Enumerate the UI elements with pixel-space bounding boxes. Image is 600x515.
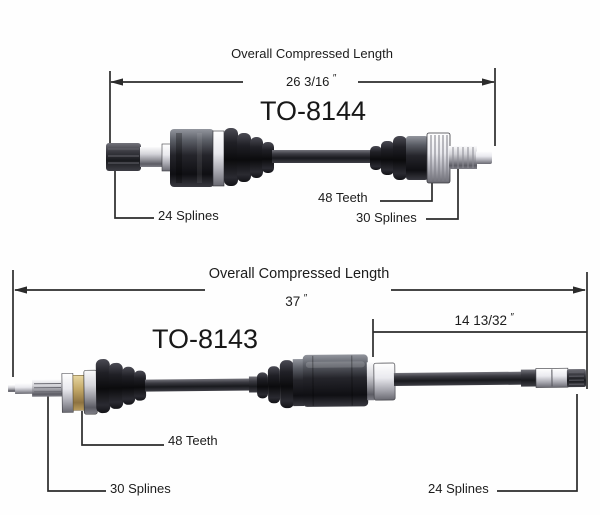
end-ring [535, 367, 569, 388]
bottom-secondary-dimension [372, 319, 587, 357]
bottom-teeth-label: 48 Teeth [168, 433, 218, 448]
arrowhead-right [573, 286, 586, 294]
top-teeth-label: 48 Teeth [318, 190, 368, 205]
right-splined-stub [449, 146, 477, 169]
joint-step [292, 358, 305, 407]
leader-48-teeth [380, 176, 433, 202]
abs-tone-ring-assembly [61, 369, 98, 415]
clamp-ring [161, 143, 172, 172]
leader-24-splines [497, 394, 578, 492]
top-overall-dimension [109, 68, 496, 146]
bottom-leader-lines [47, 394, 578, 492]
inch-mark: ″ [303, 293, 307, 304]
left-tip-end [7, 384, 17, 393]
support-bearing [373, 362, 396, 401]
left-splined-stub [106, 143, 141, 171]
joint-collar [366, 362, 375, 401]
axle-illustration-to-8143 [7, 354, 587, 415]
cv-boot-outer [370, 136, 407, 180]
axle-shaft-right [393, 371, 525, 387]
leader-24-splines [114, 171, 154, 219]
axle-shaft [272, 150, 372, 163]
top-overall-length-title: Overall Compressed Length [231, 46, 393, 61]
cv-boot-inner [256, 360, 295, 409]
bottom-right-splines-label: 24 Splines [428, 481, 489, 496]
outer-joint-body [406, 136, 428, 180]
leader-48-teeth [81, 411, 164, 446]
abs-tone-ring [426, 132, 451, 184]
stub-tip [476, 151, 492, 164]
left-splined-stub [31, 379, 64, 397]
bottom-secondary-length-value: 14 13/32″ [454, 312, 514, 328]
shaft-collar [248, 376, 259, 393]
inner-joint-housing [302, 354, 369, 407]
axle-illustration-to-8144 [106, 128, 492, 187]
bottom-left-splines-label: 30 Splines [110, 481, 171, 496]
inch-mark: ″ [332, 73, 336, 84]
top-overall-length-value: 26 3/16″ [286, 73, 336, 89]
arrowhead-right [482, 78, 495, 86]
axle-shaft-left [144, 378, 253, 392]
top-leader-lines [114, 162, 459, 220]
inner-joint-housing [170, 129, 214, 187]
end-collar [520, 369, 538, 387]
stub-neck [140, 147, 164, 167]
bottom-overall-length-title: Overall Compressed Length [208, 266, 390, 282]
right-splined-tip [566, 369, 587, 388]
leader-30-splines [426, 162, 459, 220]
arrowhead-left [14, 286, 27, 294]
cv-boot-inner [224, 128, 274, 186]
leader-30-splines [47, 396, 106, 492]
top-left-splines-label: 24 Splines [158, 208, 219, 223]
inch-mark: ″ [510, 312, 514, 323]
bottom-overall-dimension [12, 270, 588, 389]
top-right-splines-label: 30 Splines [356, 210, 417, 225]
arrowhead-left [110, 78, 123, 86]
cv-boot-outer [95, 359, 147, 414]
metal-band [212, 130, 225, 187]
part-number-to-8143: TO-8143 [151, 324, 259, 354]
left-tip [14, 382, 34, 394]
bottom-overall-length-value: 37″ [285, 293, 307, 309]
part-number-to-8144: TO-8144 [259, 96, 367, 126]
